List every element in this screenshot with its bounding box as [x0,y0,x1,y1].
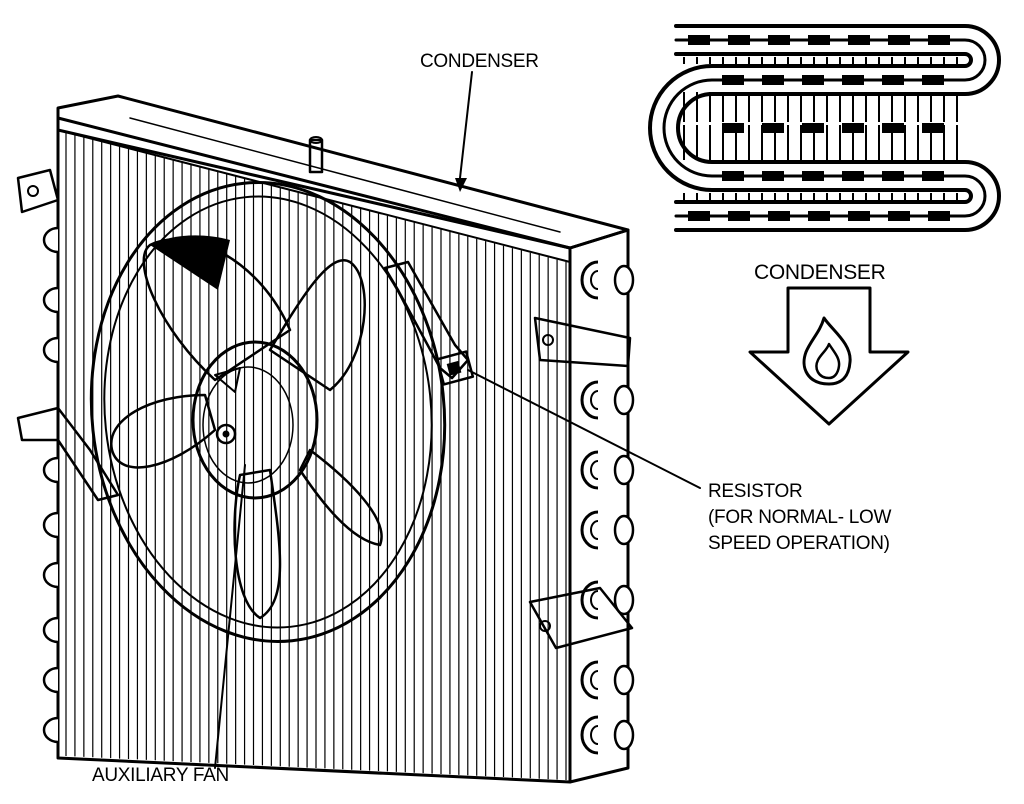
tube-end [613,514,635,546]
leader-lines [214,71,701,769]
tube-bend [42,666,59,694]
fan-blades [110,235,383,620]
tube-bend [42,226,59,254]
refrigerant-dash [922,75,944,85]
filler-pipe [308,138,324,174]
refrigerant-dash [688,35,710,45]
refrigerant-dash [688,211,710,221]
tube-bend [590,460,599,480]
refrigerant-dash [768,211,790,221]
refrigerant-dash [722,171,744,181]
condenser-schematic: CONDENSER [648,24,1001,426]
condenser-assembly [16,94,635,784]
resistor-label: RESISTOR [708,481,802,502]
refrigerant-dash [922,123,944,133]
refrigerant-dash [728,211,750,221]
serpentine-tube-inner [648,52,973,204]
refrigerant-dash [808,35,830,45]
tube-bend [590,725,599,745]
refrigerant-dash [842,171,864,181]
refrigerant-dash [882,123,904,133]
refrigerant-dash [762,123,784,133]
resistor [383,260,475,386]
refrigerant-dash [808,211,830,221]
flame-icon [802,316,852,386]
refrigerant-dash [722,123,744,133]
refrigerant-dash [842,123,864,133]
tube-bend [42,561,59,589]
auxiliary-fan [89,181,475,643]
tube-end [613,719,635,751]
condenser-schematic-label: CONDENSER [754,261,886,284]
down-arrow-icon [748,286,910,426]
resistor-label-line2: (FOR NORMAL- LOW [708,507,891,528]
tube-bend [590,390,599,410]
refrigerant-dash [768,35,790,45]
tube-end [613,264,635,296]
refrigerant-dash [762,75,784,85]
tube-end [613,664,635,696]
refrigerant-dash [882,75,904,85]
refrigerant-dash [762,171,784,181]
refrigerant-dash [802,123,824,133]
tube-bend [42,716,59,744]
resistor-label-line3: SPEED OPERATION) [708,533,890,554]
tube-bend [590,670,599,690]
refrigerant-dash [728,35,750,45]
tube-bend [42,286,59,314]
tube-bend [42,511,59,539]
tube-bend [42,336,59,364]
right-tube-bends [580,260,635,755]
fan-hub [191,340,319,500]
refrigerant-dash [888,211,910,221]
tube-bend [590,590,599,610]
refrigerant-dash [882,171,904,181]
schematic-fins [683,35,958,221]
right-mount-bracket [528,316,634,650]
condenser-label: CONDENSER [420,51,539,72]
serpentine-tube-outer [674,24,1001,232]
tube-bend [590,270,599,290]
auxiliary-fan-label: AUXILIARY FAN [92,765,229,786]
condenser-side-tank [568,228,630,784]
tube-bend [42,616,59,644]
refrigerant-dash [802,75,824,85]
refrigerant-dash [722,75,744,85]
tube-bend [590,520,599,540]
refrigerant-dash [802,171,824,181]
refrigerant-dash [842,75,864,85]
tube-end [613,384,635,416]
tube-end [613,454,635,486]
refrigerant-dash [928,35,950,45]
tube-bend [42,456,59,484]
refrigerant-dash [848,35,870,45]
left-tube-bends [42,226,59,744]
refrigerant-dash [928,211,950,221]
condenser-fins [65,132,567,780]
refrigerant-dash [922,171,944,181]
fan-shroud [89,181,447,643]
labels: CONDENSER RESISTOR (FOR NORMAL- LOW SPEE… [92,51,892,786]
refrigerant-dash [888,35,910,45]
refrigerant-dash [848,211,870,221]
left-mount-bracket [16,168,120,502]
tube-end [613,584,635,616]
hub-nut [215,423,237,445]
